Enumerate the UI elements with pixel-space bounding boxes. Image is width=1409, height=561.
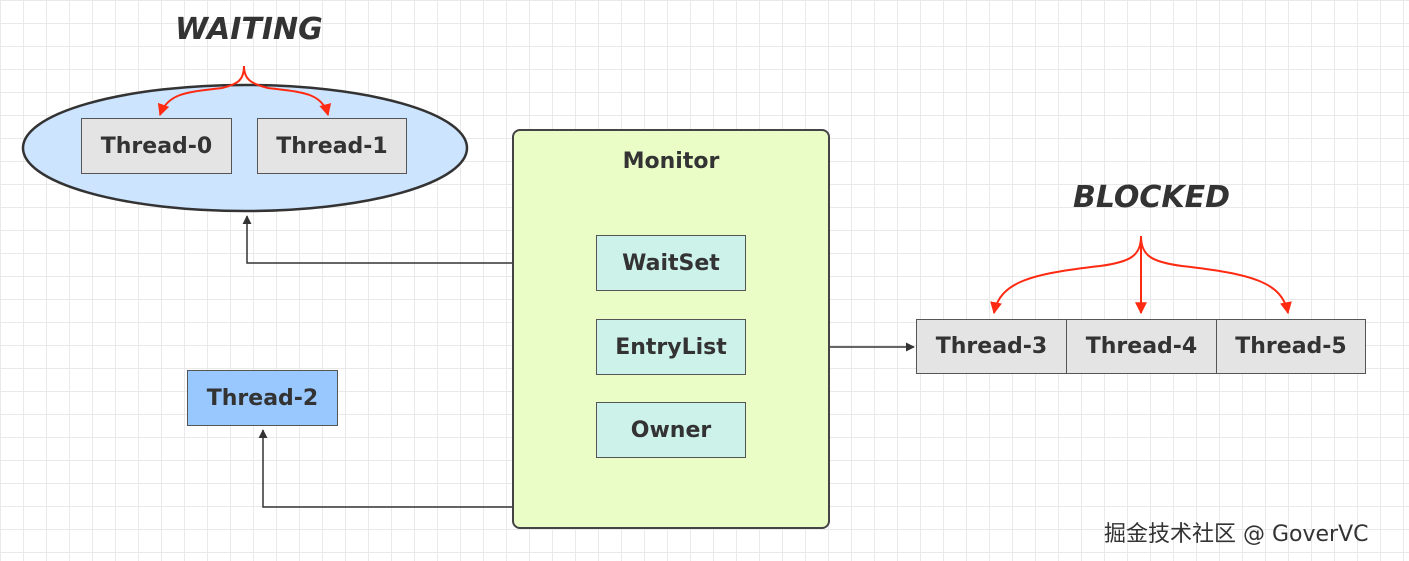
thread-4-box: Thread-4 <box>1066 319 1217 374</box>
watermark-text: 掘金技术社区 @ GoverVC <box>1104 522 1369 547</box>
thread-0-box: Thread-0 <box>81 118 232 174</box>
thread-3-box: Thread-3 <box>916 319 1067 374</box>
entrylist-box: EntryList <box>596 319 746 375</box>
thread-2-box: Thread-2 <box>187 370 338 426</box>
owner-box: Owner <box>596 402 746 458</box>
waiting-label: WAITING <box>175 12 323 47</box>
waiting-ellipse <box>21 83 469 213</box>
waitset-box: WaitSet <box>596 235 746 291</box>
waiting-arrow-to-thread-0 <box>157 65 245 117</box>
thread-5-box: Thread-5 <box>1216 319 1366 374</box>
blocked-arrow-to-thread-5 <box>1140 235 1292 315</box>
blocked-label: BLOCKED <box>1073 180 1231 215</box>
waitset-connector <box>242 215 596 264</box>
monitor-title: Monitor <box>622 149 720 174</box>
blocked-arrow-to-thread-3 <box>990 235 1142 315</box>
thread-1-box: Thread-1 <box>257 118 407 174</box>
waiting-arrow-to-thread-1 <box>243 65 332 117</box>
